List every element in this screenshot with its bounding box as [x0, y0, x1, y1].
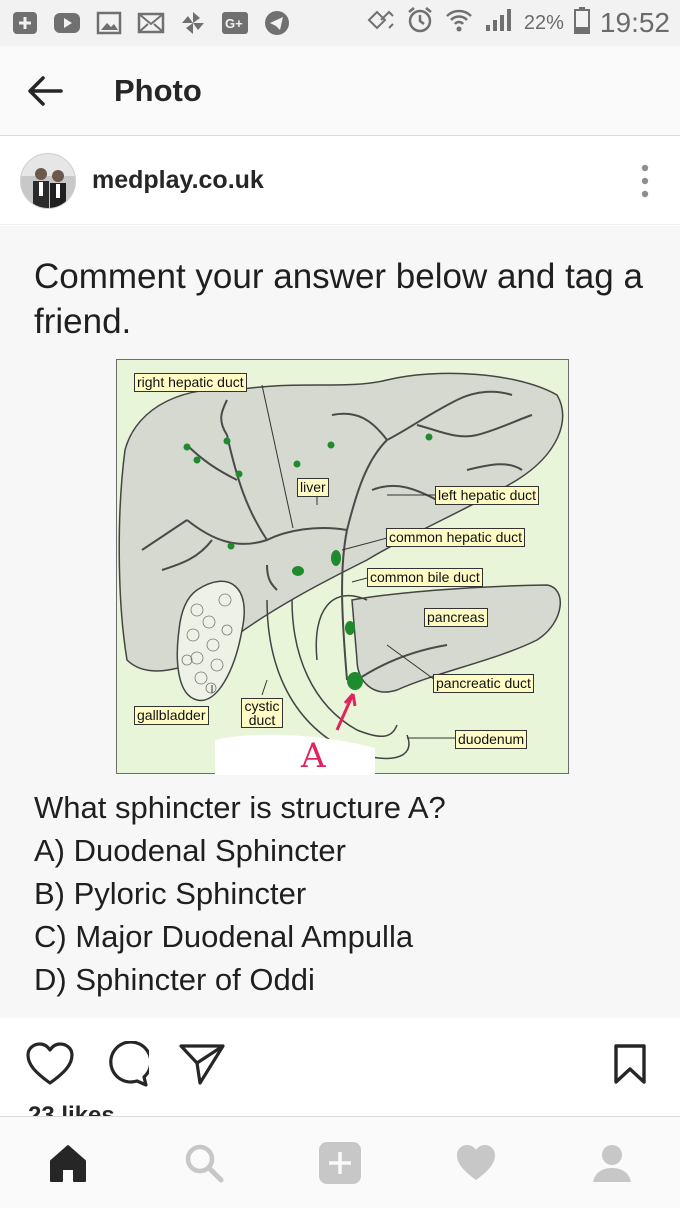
likes-count[interactable]: 23 likes: [28, 1102, 115, 1116]
page-title: Photo: [114, 72, 202, 108]
option-c: C) Major Duodenal Ampulla: [34, 919, 414, 954]
pinwheel-icon: [178, 10, 208, 36]
battery-percent: 22%: [523, 11, 564, 34]
avatar[interactable]: [20, 152, 76, 209]
system-icons: 22% 19:52: [366, 6, 670, 41]
notification-icons: G+: [10, 10, 292, 36]
back-arrow-icon: [28, 75, 63, 106]
nav-new-post[interactable]: [305, 1128, 375, 1198]
image-icon: [94, 10, 124, 36]
comment-button[interactable]: [100, 1038, 152, 1090]
share-button[interactable]: [176, 1038, 228, 1090]
structure-a-marker: A: [301, 736, 326, 776]
add-post-icon: [319, 1141, 361, 1184]
label-right-hepatic-duct: right hepatic duct: [134, 373, 247, 392]
bookmark-icon: [614, 1044, 646, 1084]
more-vertical-icon: [641, 164, 649, 197]
label-liver: liver: [297, 478, 329, 497]
heart-outline-icon: [26, 1042, 74, 1085]
nav-activity[interactable]: [441, 1128, 511, 1198]
google-plus-icon: G+: [220, 10, 250, 36]
question-block: What sphincter is structure A? A) Duoden…: [34, 786, 446, 1001]
nav-search[interactable]: [169, 1128, 239, 1198]
youtube-icon: [52, 10, 82, 36]
nav-home[interactable]: [33, 1128, 103, 1198]
comment-bubble-icon: [109, 1041, 149, 1087]
plus-box-icon: [10, 10, 40, 36]
post-image[interactable]: Comment your answer below and tag a frie…: [0, 226, 680, 1018]
option-b: B) Pyloric Sphincter: [34, 876, 307, 911]
status-bar: G+ 22% 19:52: [0, 0, 680, 46]
heart-filled-icon: [457, 1144, 495, 1180]
label-duodenum: duodenum: [455, 730, 528, 749]
svg-text:G+: G+: [225, 16, 243, 31]
profile-icon: [593, 1144, 631, 1182]
top-bar: Photo: [0, 46, 680, 136]
label-common-bile-duct: common bile duct: [367, 568, 483, 587]
nav-profile[interactable]: [577, 1128, 647, 1198]
post-action-bar: [0, 1018, 680, 1110]
battery-icon: [573, 6, 590, 41]
biliary-diagram: right hepatic duct liver left hepatic du…: [116, 359, 569, 776]
home-icon: [50, 1144, 86, 1182]
like-button[interactable]: [24, 1038, 76, 1090]
label-gallbladder: gallbladder: [134, 706, 209, 725]
post-header: medplay.co.uk: [0, 137, 680, 225]
search-icon: [185, 1144, 224, 1182]
avatar-image: [21, 153, 75, 208]
label-left-hepatic-duct: left hepatic duct: [435, 486, 540, 505]
save-button[interactable]: [604, 1038, 656, 1090]
label-cystic-duct: cystic duct: [241, 698, 283, 728]
wifi-icon: [444, 7, 474, 40]
bottom-navigation: [0, 1116, 680, 1208]
question-text: What sphincter is structure A?: [34, 790, 446, 825]
alarm-icon: [406, 6, 434, 41]
option-d: D) Sphincter of Oddi: [34, 962, 315, 997]
mail-icon: [136, 10, 166, 36]
option-a: A) Duodenal Sphincter: [34, 833, 346, 868]
more-options-button[interactable]: [610, 146, 680, 216]
label-pancreatic-duct: pancreatic duct: [433, 674, 534, 693]
telegram-icon: [262, 10, 292, 36]
back-button[interactable]: [0, 46, 90, 136]
label-common-hepatic-duct: common hepatic duct: [386, 528, 526, 547]
nfc-icon: [366, 8, 396, 39]
author-name[interactable]: medplay.co.uk: [92, 166, 264, 194]
signal-icon: [484, 7, 514, 40]
clock: 19:52: [599, 7, 670, 38]
biliary-anatomy-illustration: [118, 372, 564, 775]
send-paper-plane-icon: [179, 1044, 225, 1085]
label-pancreas: pancreas: [424, 608, 488, 627]
image-caption-top: Comment your answer below and tag a frie…: [34, 257, 643, 341]
